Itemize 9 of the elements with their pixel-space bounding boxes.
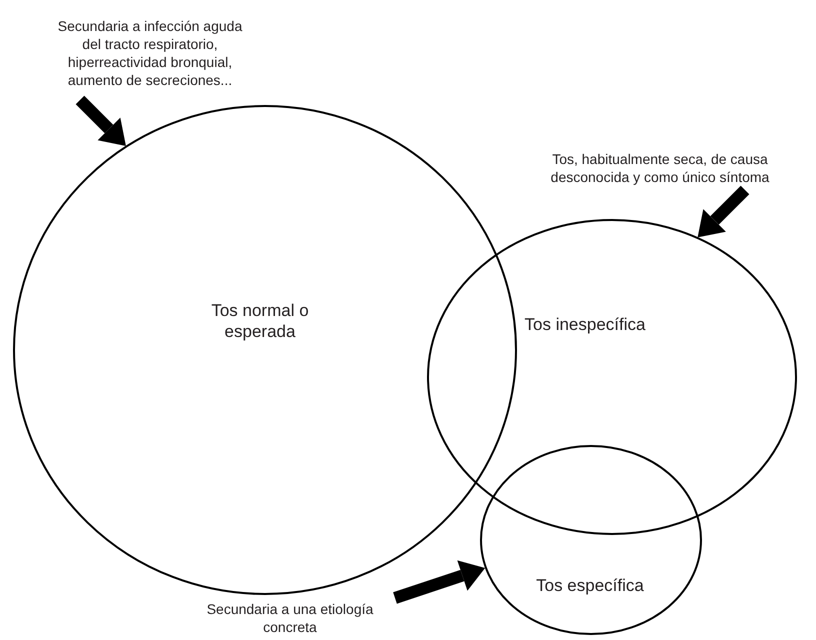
annotation-text: Secundaria a una etiología concreta	[185, 598, 395, 638]
circle-label: Tos específica	[535, 575, 645, 596]
block-arrow	[76, 96, 126, 146]
block-arrow	[698, 186, 750, 238]
annotation-text: Tos, habitualmente seca, de causa desconocida y como único síntoma	[535, 146, 785, 190]
block-arrow	[393, 560, 486, 604]
annotation-text: Secundaria a infección aguda del tracto respiratorio, hiperreactividad bronquial, aumento de secreciones...	[50, 6, 250, 100]
circle-label: Tos normal o esperada	[210, 300, 310, 342]
circle-label: Tos inespecífica	[524, 314, 646, 335]
